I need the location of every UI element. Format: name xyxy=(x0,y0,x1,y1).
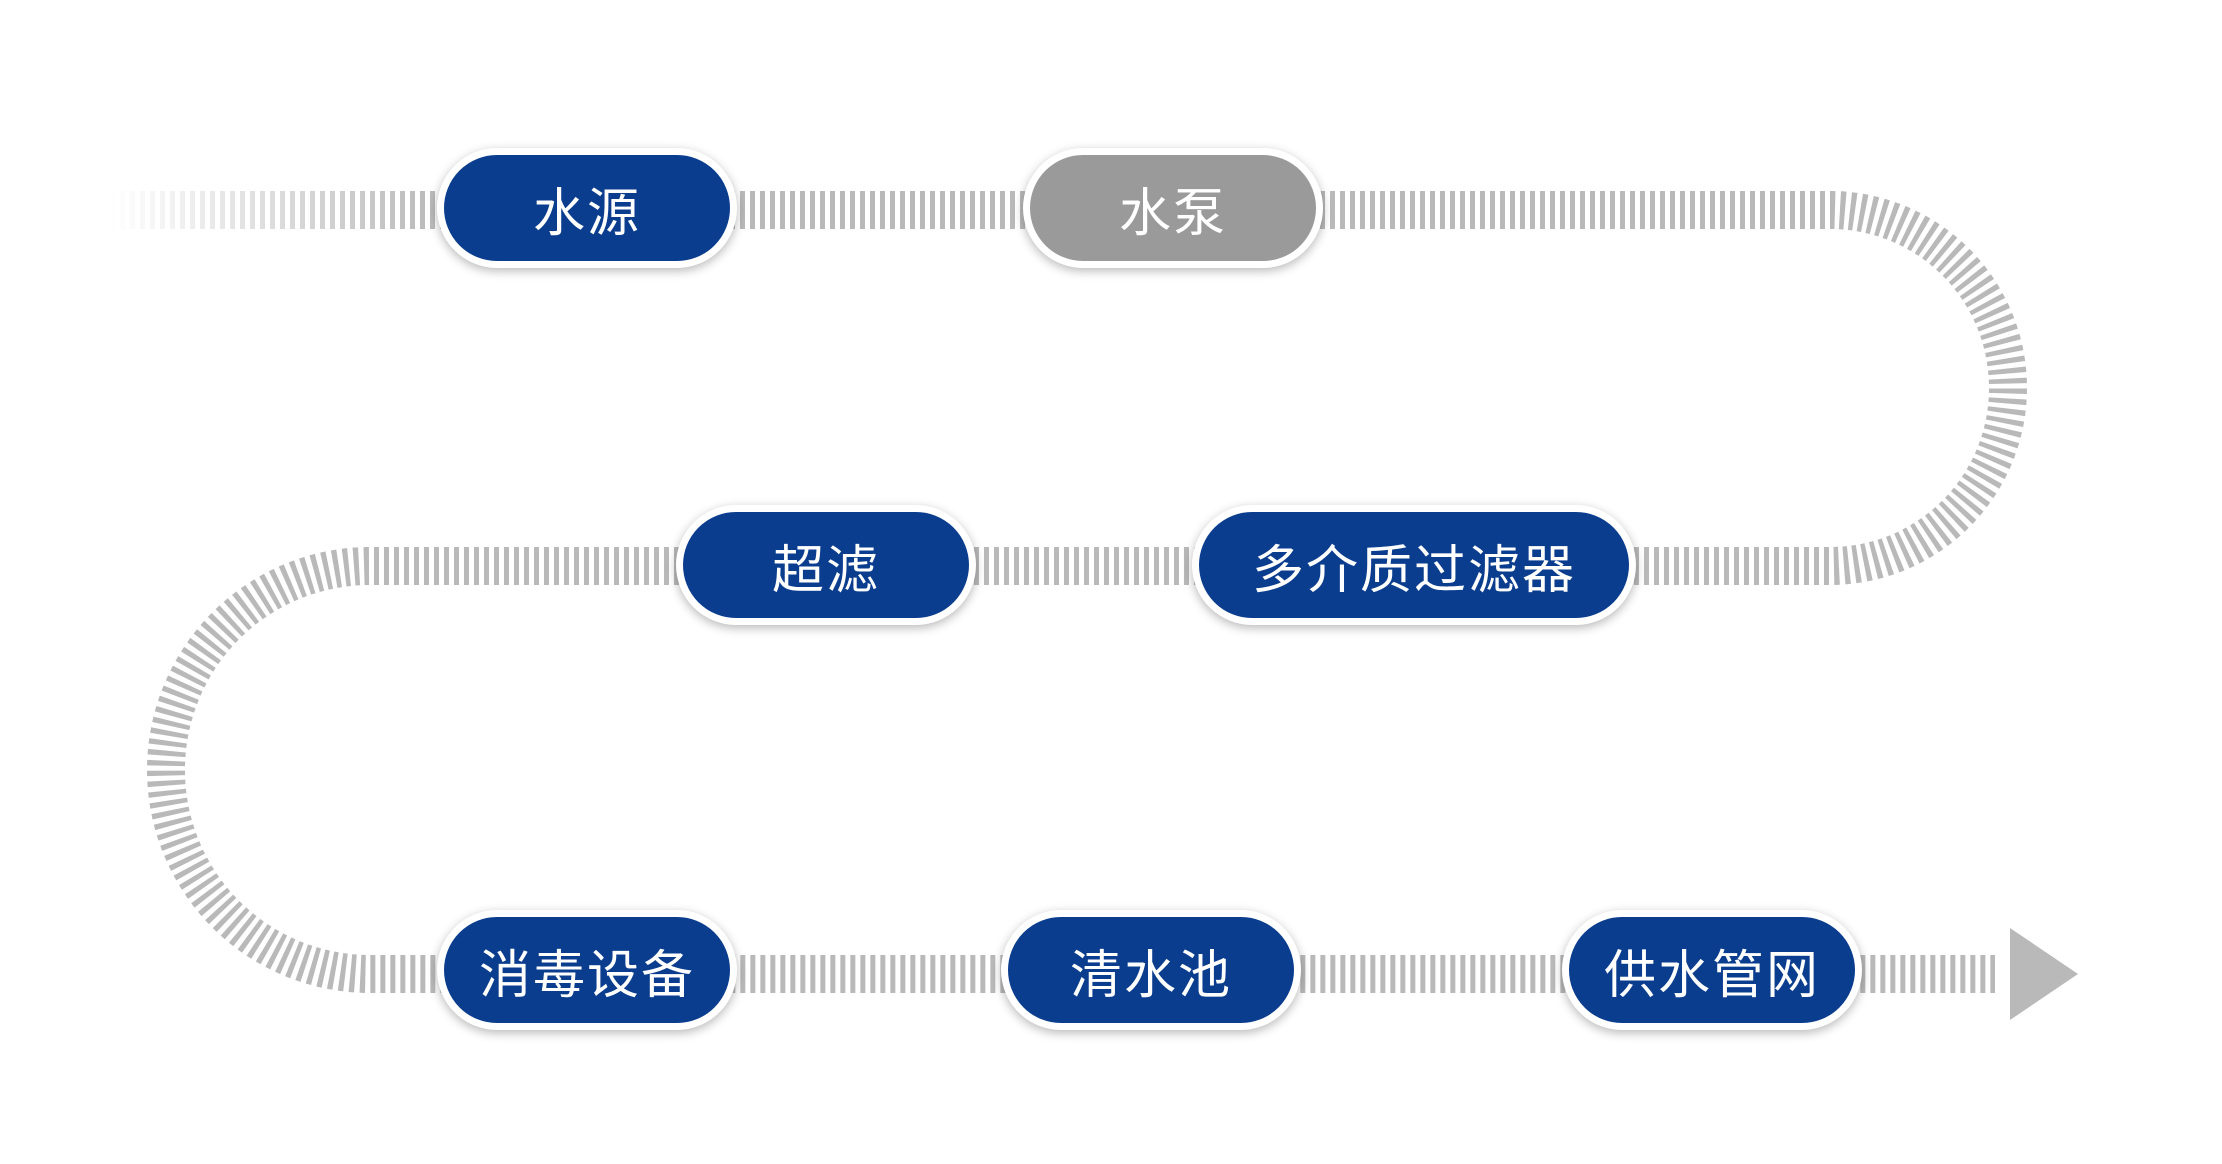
pipe-serpentine xyxy=(147,191,2027,993)
node-water-source: 水源 xyxy=(437,148,737,268)
node-clear-water-tank: 清水池 xyxy=(1001,910,1301,1030)
node-multimedia-filter: 多介质过滤器 xyxy=(1192,505,1636,625)
node-disinfection-equipment: 消毒设备 xyxy=(437,910,737,1030)
node-water-pump: 水泵 xyxy=(1023,148,1323,268)
node-water-supply-network: 供水管网 xyxy=(1562,910,1862,1030)
flow-arrow-head-icon xyxy=(2010,928,2078,1020)
node-ultrafiltration: 超滤 xyxy=(676,505,976,625)
